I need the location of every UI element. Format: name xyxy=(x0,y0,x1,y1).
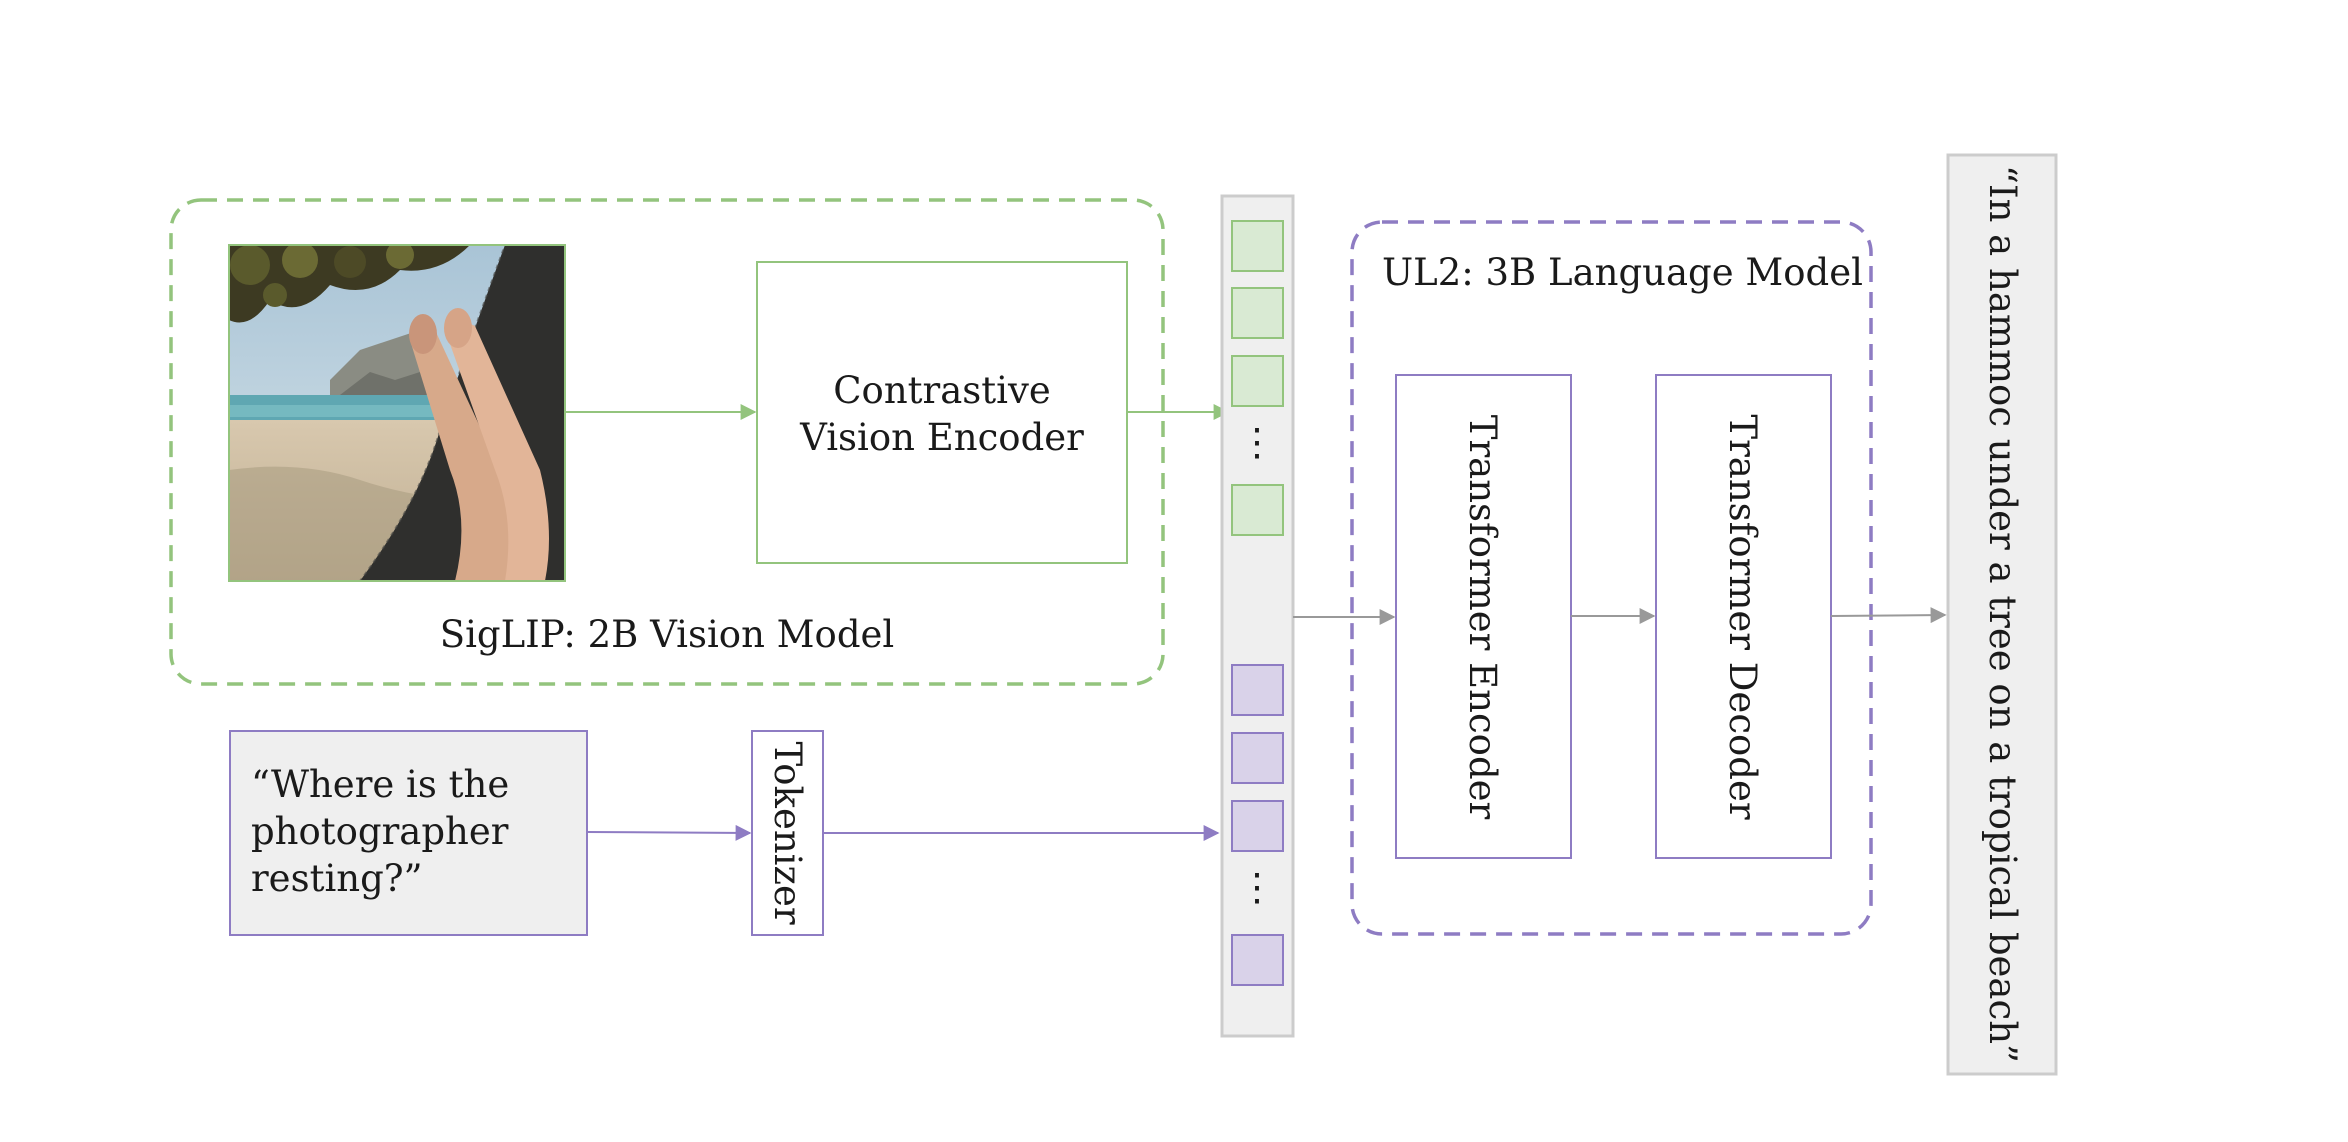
prompt-to-tokenizer-arrow xyxy=(586,824,752,841)
transformer-decoder-box xyxy=(1655,374,1832,859)
transformer-encoder-box xyxy=(1395,374,1572,859)
input-image xyxy=(228,244,566,582)
text-token xyxy=(1231,664,1284,716)
text-token xyxy=(1231,800,1284,852)
image-token xyxy=(1231,484,1284,536)
decoder-to-output-arrow xyxy=(1830,607,1947,624)
vision-model-group xyxy=(169,198,1165,686)
output-box xyxy=(1946,153,2058,1076)
text-prompt-line2: photographer xyxy=(251,810,509,853)
language-model-group xyxy=(1350,220,1873,936)
vision-encoder-box xyxy=(756,261,1128,564)
transformer-encoder-label: Transformer Encoder xyxy=(1461,415,1504,820)
language-model-title: UL2: 3B Language Model xyxy=(1382,251,1863,294)
tokenizer-box xyxy=(751,730,824,936)
text-prompt-line1: “Where is the xyxy=(251,763,509,806)
text-prompt-box xyxy=(229,730,588,936)
vision-model-title: SigLIP: 2B Vision Model xyxy=(440,613,895,656)
text-prompt-line3: resting?” xyxy=(251,857,423,900)
vision-encoder-label-line2: Vision Encoder xyxy=(799,416,1084,459)
tokenizer-label: Tokenizer xyxy=(766,741,809,924)
text-token xyxy=(1231,934,1284,986)
transformer-decoder-label: Transformer Decoder xyxy=(1721,414,1764,819)
image-token xyxy=(1231,220,1284,272)
image-tokens: ⋮ xyxy=(1231,220,1284,536)
text-token xyxy=(1231,732,1284,784)
image-token xyxy=(1231,287,1284,339)
text-tokens: ⋮ xyxy=(1231,664,1284,986)
vision-encoder-label-line1: Contrastive xyxy=(833,369,1051,412)
text-token-ellipsis: ⋮ xyxy=(1238,865,1276,909)
image-token xyxy=(1231,355,1284,407)
output-text: “In a hammoc under a tree on a tropical … xyxy=(1981,165,2024,1063)
image-token-ellipsis: ⋮ xyxy=(1238,420,1276,464)
